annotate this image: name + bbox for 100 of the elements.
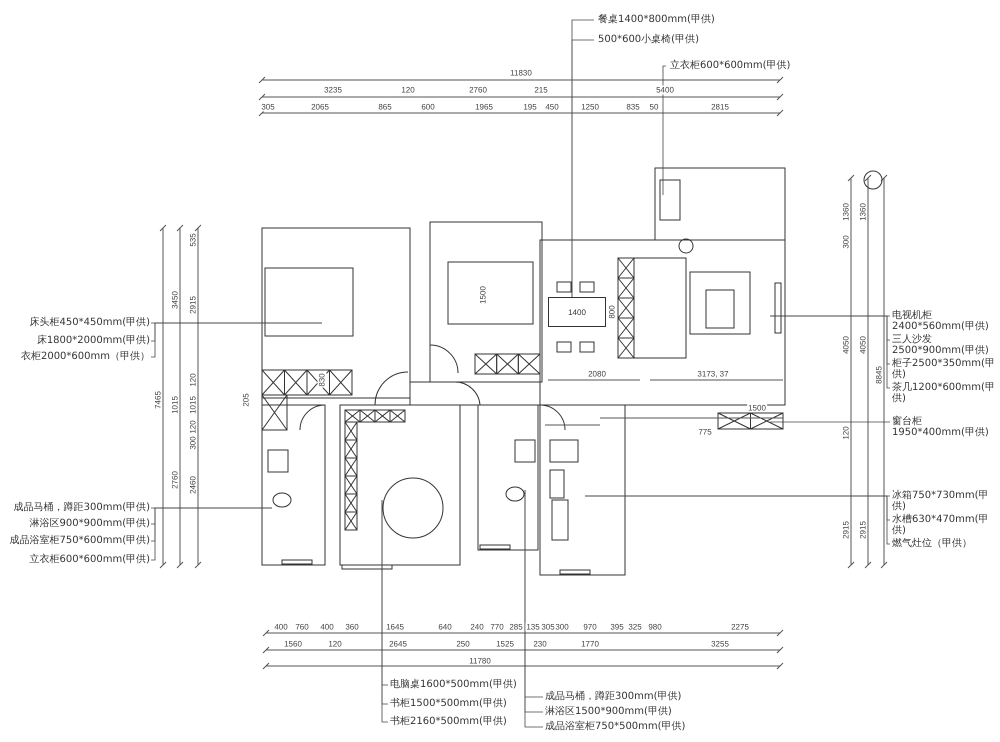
dimension-text: 2460 xyxy=(188,475,198,495)
callout-text: 水槽630*470mm(甲供) xyxy=(892,514,996,536)
dimension-text: 1360 xyxy=(842,202,850,222)
dimension-text: 1360 xyxy=(858,202,868,222)
dimension-text: 400 xyxy=(273,622,289,632)
callout-text: 衣柜2000*600mm（甲供） xyxy=(20,351,150,362)
callout-text: 立衣柜600*600mm(甲供) xyxy=(30,554,150,565)
dimension-text: 640 xyxy=(437,622,453,632)
dimension-text: 135 xyxy=(525,622,541,632)
dimension-text: 205 xyxy=(242,392,250,408)
dimension-text: 2815 xyxy=(710,102,730,112)
dimension-text: 970 xyxy=(582,622,598,632)
dimension-text: 120 xyxy=(842,425,850,441)
dimension-text: 120 xyxy=(188,419,198,435)
dimension-text: 4050 xyxy=(858,335,868,355)
leader-line xyxy=(770,316,890,388)
dimension-text: 2915 xyxy=(842,520,850,540)
dimension-text: 775 xyxy=(697,428,713,436)
dimension-text: 2760 xyxy=(170,470,180,490)
callout-text: 茶几1200*600mm(甲供) xyxy=(892,382,996,404)
dimension-text: 535 xyxy=(188,232,198,248)
dimension-text: 1250 xyxy=(580,102,600,112)
leader-line xyxy=(150,508,272,560)
dimension-text: 835 xyxy=(625,102,641,112)
dimension-text: 285 xyxy=(508,622,524,632)
dimension-text: 1645 xyxy=(385,622,405,632)
dimension-text: 230 xyxy=(532,640,548,648)
dimension-text: 305 xyxy=(540,622,556,632)
dimension-text: 50 xyxy=(648,102,660,112)
callout-text: 电脑桌1600*500mm(甲供) xyxy=(390,679,517,690)
dimension-text: 300 xyxy=(554,622,570,632)
dimension-text: 250 xyxy=(455,640,471,648)
callout-text: 成品浴室柜750*500mm(甲供) xyxy=(545,721,686,732)
dimension-text: 2915 xyxy=(188,295,198,315)
callout-text: 餐桌1400*800mm(甲供) xyxy=(598,14,715,25)
dimension-text: 800 xyxy=(608,304,616,320)
dimension-text: 760 xyxy=(294,622,310,632)
dimension-text: 1525 xyxy=(495,640,515,648)
dimension-text: 305 xyxy=(260,102,276,112)
callout-text: 冰箱750*730mm(甲供) xyxy=(892,490,996,512)
dimension-text: 2065 xyxy=(310,102,330,112)
dimension-text: 2080 xyxy=(587,370,607,378)
dimension-text: 2915 xyxy=(858,520,868,540)
dimension-text: 3173, 37 xyxy=(696,370,730,378)
callout-text: 淋浴区1500*900mm(甲供) xyxy=(545,706,672,717)
dimension-text: 360 xyxy=(344,622,360,632)
dimension-text: 400 xyxy=(319,622,335,632)
dimension-text: 1015 xyxy=(170,395,180,415)
dimension-text: 11830 xyxy=(509,68,533,78)
dimension-text: 3255 xyxy=(710,640,730,648)
dimension-text: 215 xyxy=(533,86,549,94)
callout-text: 成品马桶，蹲距300mm(甲供) xyxy=(545,691,682,702)
dimension-text: 195 xyxy=(522,102,538,112)
dimension-text: 1015 xyxy=(188,395,198,415)
leader-line xyxy=(150,322,322,358)
dimension-text: 395 xyxy=(609,622,625,632)
dimension-text: 3450 xyxy=(170,290,180,310)
leader-line xyxy=(584,496,890,544)
dimension-text: 980 xyxy=(647,622,663,632)
dimension-text: 450 xyxy=(544,102,560,112)
dimension-text: 325 xyxy=(627,622,643,632)
callout-text: 床1800*2000mm(甲供) xyxy=(36,335,150,346)
dimension-text: 1500 xyxy=(478,285,488,305)
callout-text: 书柜2160*500mm(甲供) xyxy=(390,716,507,727)
dimension-text: 8845 xyxy=(874,365,884,385)
dimension-text: 2645 xyxy=(388,640,408,648)
dimension-text: 1560 xyxy=(283,640,303,648)
dimension-text: 300 xyxy=(842,234,850,250)
callout-text: 书柜1500*500mm(甲供) xyxy=(390,698,507,709)
dimension-text: 3235 xyxy=(323,86,343,94)
dimension-text: 2275 xyxy=(730,622,750,632)
dimension-text: 240 xyxy=(469,622,485,632)
dimension-text: 120 xyxy=(400,86,416,94)
callout-text: 500*600小桌椅(甲供) xyxy=(598,34,699,45)
dimension-text: 4050 xyxy=(842,335,850,355)
dimension-text: 1500 xyxy=(747,404,767,412)
dimension-text: 7465 xyxy=(154,390,162,410)
dimension-text: 120 xyxy=(188,372,198,388)
dimension-text: 5400 xyxy=(655,86,675,94)
callout-text: 成品浴室柜750*600mm(甲供) xyxy=(10,535,150,546)
dimension-text: 830 xyxy=(318,372,326,388)
callout-text: 柜子2500*350mm(甲供) xyxy=(892,358,996,380)
dimension-text: 2760 xyxy=(468,86,488,94)
callout-text: 淋浴区900*900mm(甲供) xyxy=(30,518,150,529)
dimension-text: 770 xyxy=(489,622,505,632)
dining-table xyxy=(548,297,606,327)
callout-text: 床头柜450*450mm(甲供) xyxy=(30,317,150,328)
callout-text: 电视机柜2400*560mm(甲供) xyxy=(892,310,996,332)
dimension-text: 865 xyxy=(377,102,393,112)
dimension-text: 300 xyxy=(188,435,198,451)
callout-text: 三人沙发2500*900mm(甲供) xyxy=(892,334,996,356)
callout-text: 燃气灶位（甲供） xyxy=(892,538,996,549)
dimension-text: 1770 xyxy=(580,640,600,648)
dimension-text: 600 xyxy=(420,102,436,112)
callout-text: 成品马桶，蹲距300mm(甲供) xyxy=(14,502,150,513)
dimension-text: 1965 xyxy=(474,102,494,112)
callout-text: 立衣柜600*600mm(甲供) xyxy=(670,60,790,71)
dimension-text: 11780 xyxy=(468,656,492,666)
dimension-text: 1400 xyxy=(568,306,586,318)
dimension-text: 120 xyxy=(327,640,343,648)
